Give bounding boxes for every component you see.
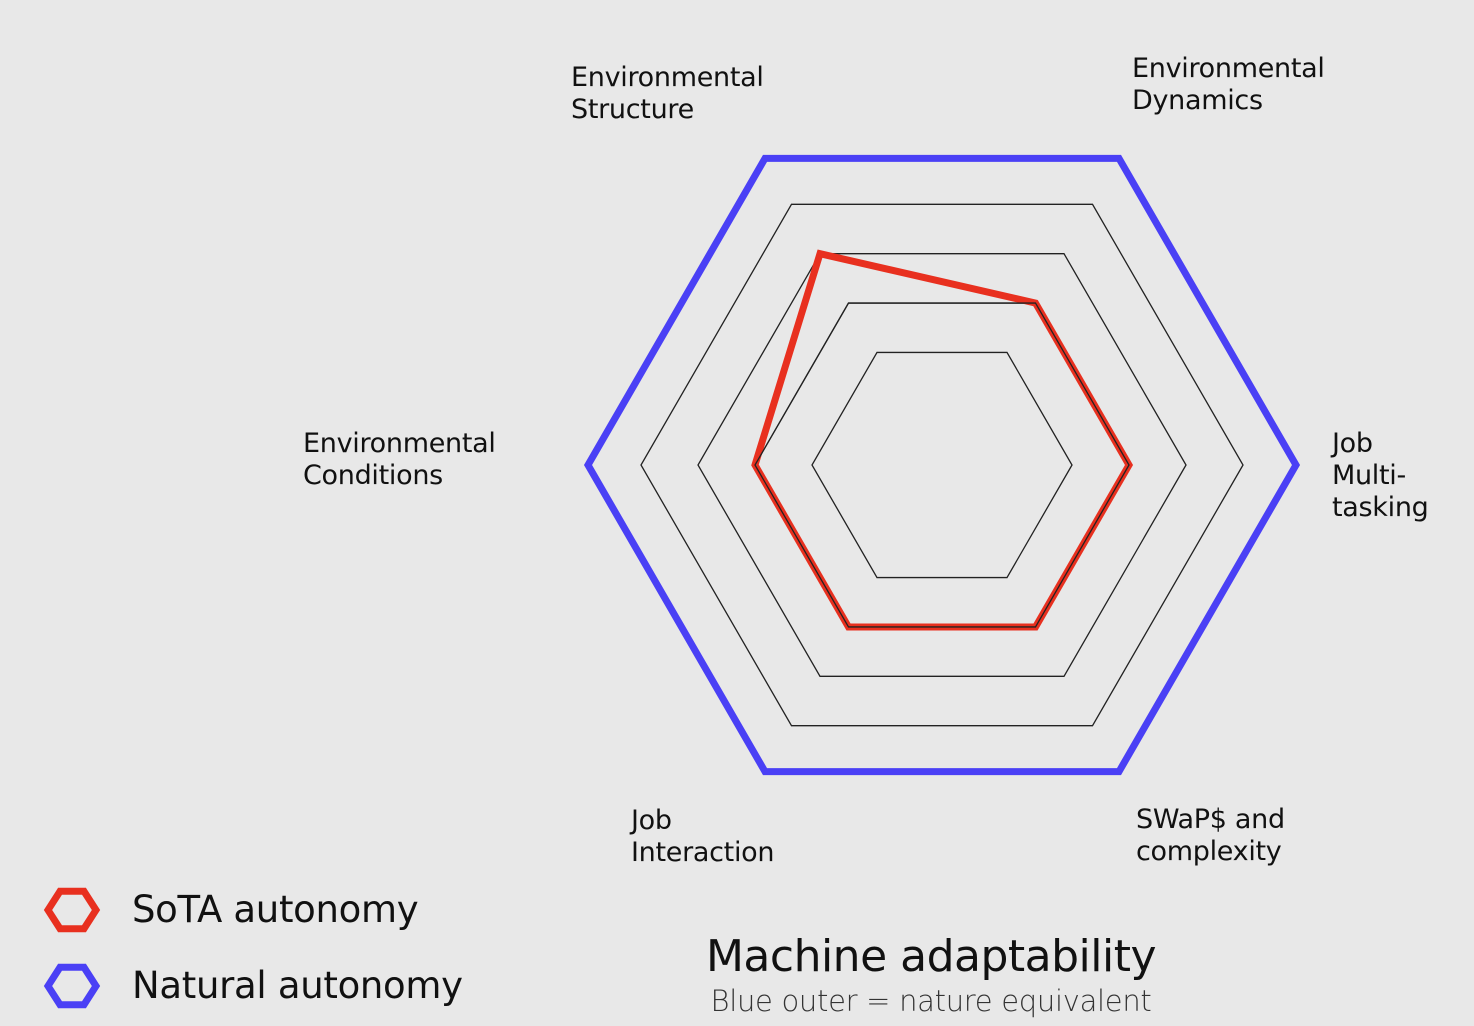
- axis-label-environmental-structure: Environmental Structure: [571, 62, 764, 125]
- series-polygon-natural-autonomy: [583, 154, 1301, 776]
- legend-item-natural: Natural autonomy: [42, 960, 463, 1012]
- axis-label-job-interaction: Job Interaction: [631, 805, 775, 868]
- series-polygon-sota-autonomy: [751, 249, 1134, 631]
- grid-ring-overlay: [754, 302, 1130, 628]
- grid-ring-1: [811, 351, 1073, 579]
- grid-ring-2: [754, 302, 1130, 628]
- chart-subtitle: Blue outer = nature equivalent: [710, 984, 1152, 1018]
- axis-label-job-multitasking: Job Multi- tasking: [1332, 428, 1429, 523]
- axis-label-environmental-conditions: Environmental Conditions: [303, 428, 496, 491]
- legend-label-natural: Natural autonomy: [132, 964, 463, 1007]
- series-polygons: [583, 154, 1301, 776]
- chart-title: Machine adaptability: [705, 931, 1157, 982]
- legend-item-sota: SoTA autonomy: [42, 884, 419, 936]
- red-hexagon-icon: [43, 887, 101, 933]
- legend-label-sota: SoTA autonomy: [132, 888, 419, 931]
- grid-ring-4: [640, 203, 1244, 727]
- axis-label-swap-complexity: SWaP$ and complexity: [1136, 804, 1285, 867]
- grid-ring-3: [697, 253, 1187, 677]
- blue-hexagon-icon: [43, 963, 101, 1009]
- axis-label-environmental-dynamics: Environmental Dynamics: [1132, 53, 1325, 116]
